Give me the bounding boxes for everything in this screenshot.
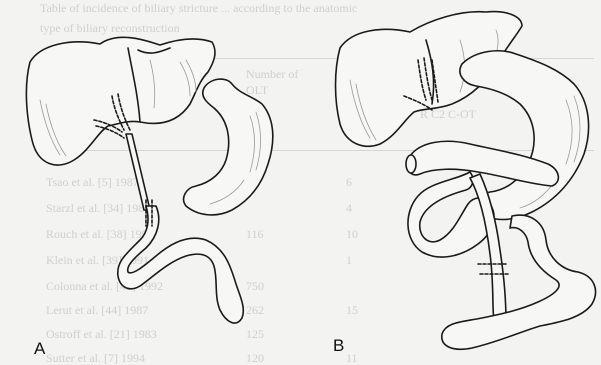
panel-label-a: A [34, 339, 45, 359]
panel-label-b: B [333, 336, 344, 356]
stomach-a [184, 79, 273, 215]
panel-b-figure [336, 12, 596, 350]
panel-a-figure [26, 37, 272, 323]
intestine-loop-a [118, 206, 244, 323]
